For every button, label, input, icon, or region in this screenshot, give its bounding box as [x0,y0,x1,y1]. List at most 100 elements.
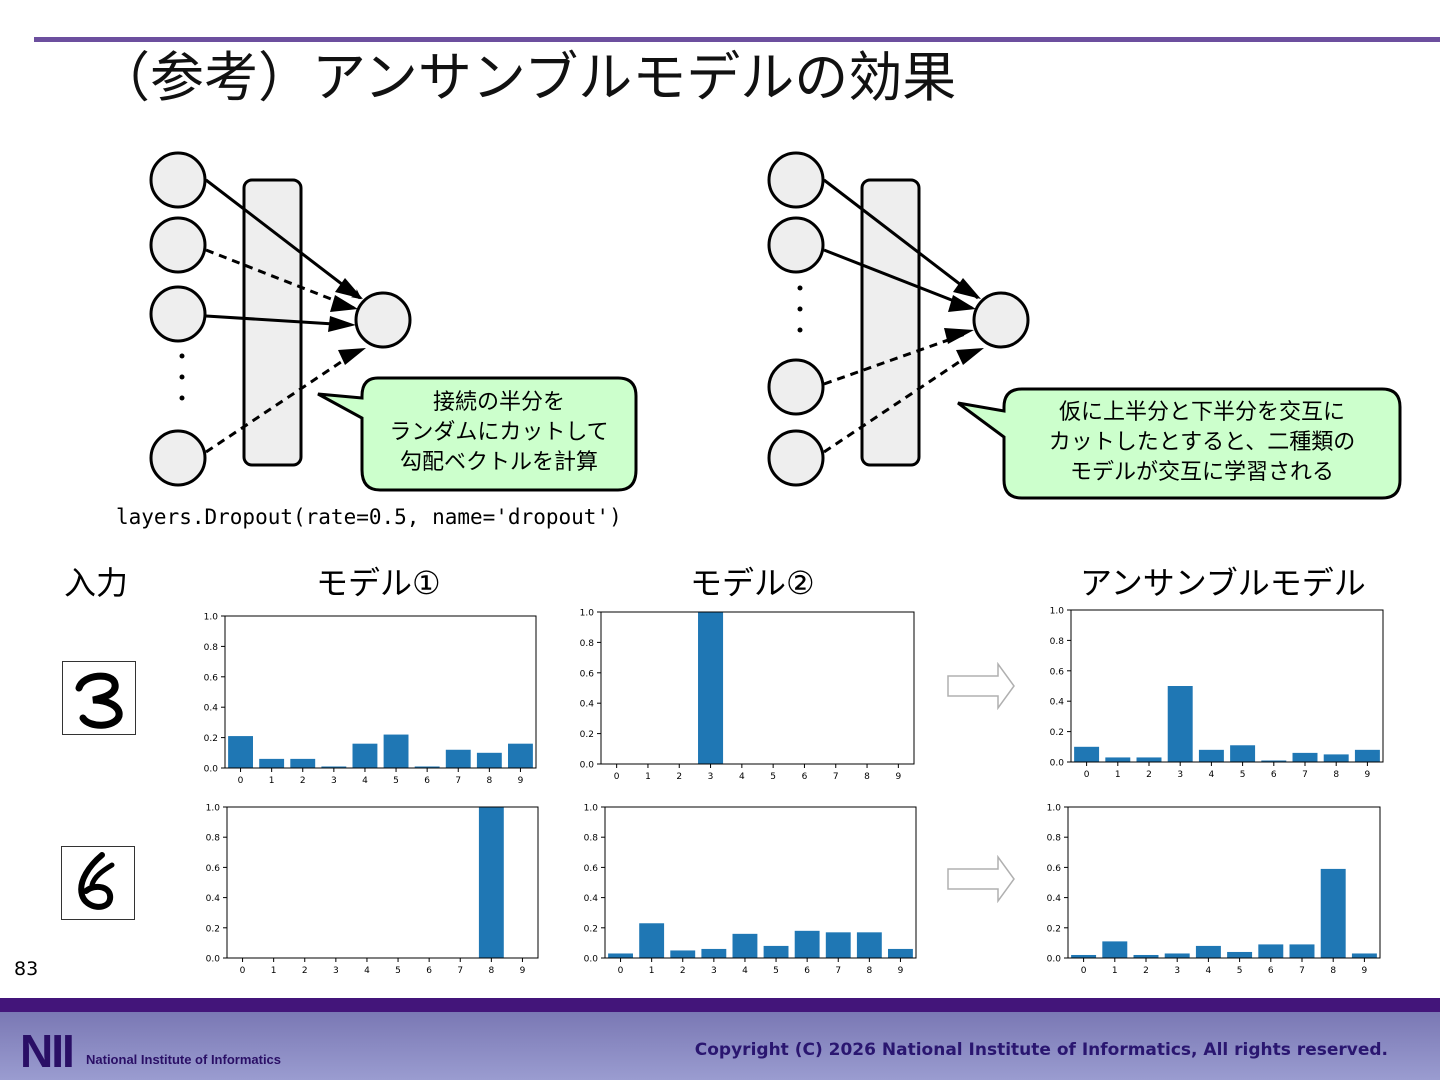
bubble-left-text: 接続の半分を ランダムにカットして 勾配ベクトルを計算 [364,388,634,478]
bar-0 [608,953,633,958]
bar-9 [1354,749,1380,762]
copyright-text: Copyright (C) 2026 National Institute of… [694,1040,1388,1060]
y-tick-label: 0.0 [206,955,221,965]
input-neuron [149,429,207,487]
x-tick-label: 7 [835,966,841,976]
x-tick-label: 4 [362,776,368,786]
arrow-right-icon [947,662,1015,710]
y-tick-label: 0.4 [1047,894,1062,904]
header-ensemble: アンサンブルモデル [1080,564,1366,602]
bar-1 [1102,941,1128,958]
x-tick-label: 9 [518,776,524,786]
header-model1: モデル① [316,564,441,602]
x-tick-label: 0 [614,772,620,782]
plot-frame [1070,609,1384,763]
bar-3 [698,612,724,764]
bar-2 [290,758,316,768]
bubble-left-line: ランダムにカットして [389,420,609,445]
bar-3 [1164,953,1190,958]
x-tick-label: 2 [1143,966,1149,976]
plot-frame [224,615,537,769]
x-tick-label: 3 [331,776,337,786]
x-tick-label: 5 [395,966,401,976]
x-tick-label: 0 [240,966,246,976]
input-neuron [767,151,825,209]
x-tick-label: 6 [802,772,808,782]
header-model2: モデル② [690,564,815,602]
y-tick-label: 0.8 [580,639,595,649]
x-tick-label: 1 [645,772,651,782]
x-tick-label: 9 [895,772,901,782]
bar-4 [1195,945,1221,958]
y-tick-label: 0.4 [1050,698,1065,708]
x-tick-label: 7 [457,966,463,976]
input-neuron [767,216,825,274]
x-tick-label: 1 [649,966,655,976]
bar-8 [1320,868,1346,958]
logo-subtitle: National Institute of Informatics [86,1052,282,1067]
output-neuron [354,291,412,349]
input-neuron [149,151,207,209]
x-tick-label: 5 [770,772,776,782]
bar-0 [1071,954,1097,958]
x-tick-label: 1 [1115,770,1121,780]
bar-5 [763,945,789,958]
x-tick-label: 6 [804,966,810,976]
x-tick-label: 3 [711,966,717,976]
x-tick-label: 2 [680,966,686,976]
bar-4 [732,933,758,958]
x-tick-label: 7 [455,776,461,786]
y-tick-label: 0.0 [584,955,599,965]
x-tick-label: 1 [1112,966,1118,976]
x-tick-label: 5 [1240,770,1246,780]
y-tick-label: 0.6 [206,864,221,874]
input-neuron [767,429,825,487]
y-tick-label: 0.0 [1047,955,1062,965]
x-tick-label: 7 [1299,966,1305,976]
x-tick-label: 8 [1330,966,1336,976]
output-neuron [972,291,1030,349]
x-tick-label: 9 [898,966,904,976]
y-tick-label: 0.2 [204,734,218,744]
bar-6 [1261,760,1287,762]
x-tick-label: 2 [1146,770,1152,780]
y-tick-label: 0.0 [204,765,219,775]
y-tick-label: 0.6 [584,864,599,874]
y-tick-label: 0.8 [204,643,219,653]
speech-bubble-left [317,376,638,492]
bar-4 [352,743,378,768]
x-tick-label: 8 [486,776,492,786]
x-tick-label: 2 [302,966,308,976]
y-tick-label: 0.4 [584,894,599,904]
x-tick-label: 0 [238,776,244,786]
y-tick-label: 1.0 [206,804,221,814]
x-tick-label: 8 [488,966,494,976]
arrow-right-icon [947,855,1015,903]
plot-frame [604,806,917,959]
x-tick-label: 2 [676,772,682,782]
bar-3 [1167,686,1193,762]
y-tick-label: 0.2 [584,924,598,934]
y-tick-label: 0.8 [1050,637,1065,647]
plot-frame [226,806,539,959]
network-left [149,151,638,492]
bar-0 [1074,746,1100,762]
y-tick-label: 0.2 [580,730,594,740]
x-tick-label: 8 [866,966,872,976]
bubble-right-text: 仮に上半分と下半分を交互に カットしたとすると、二種類の モデルが交互に学習され… [1006,398,1398,488]
y-tick-label: 0.4 [204,704,219,714]
code-snippet: layers.Dropout(rate=0.5, name='dropout') [116,505,622,529]
y-tick-label: 1.0 [204,613,219,623]
x-tick-label: 7 [833,772,839,782]
y-tick-label: 0.8 [1047,834,1062,844]
bar-3 [701,948,727,958]
bar-7 [825,932,851,958]
x-tick-label: 8 [864,772,870,782]
bar-0 [228,736,253,768]
y-tick-label: 0.4 [580,700,595,710]
y-tick-label: 1.0 [580,609,595,619]
bar-5 [383,734,409,768]
